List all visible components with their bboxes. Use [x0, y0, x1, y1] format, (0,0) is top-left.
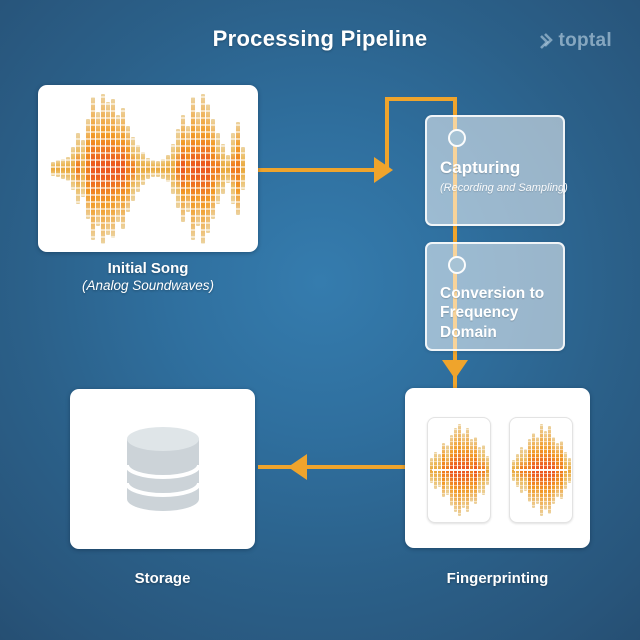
initial-song-card	[38, 85, 258, 252]
waveform-bar	[111, 99, 115, 238]
waveform-bar	[186, 125, 190, 212]
capturing-step-card: Capturing (Recording and Sampling)	[425, 115, 568, 226]
toptal-logo-icon	[537, 31, 554, 51]
waveform-bar	[171, 143, 175, 194]
timeline-node-icon	[448, 256, 466, 274]
database-icon	[123, 425, 203, 518]
waveform-bar	[211, 118, 215, 219]
waveform-bar	[86, 118, 90, 219]
connector-elbow-vertical	[385, 97, 389, 172]
fingerprinting-label: Fingerprinting	[446, 570, 549, 587]
arrowhead-right-icon	[374, 157, 393, 183]
conversion-step-card: Conversion to Frequency Domain	[425, 242, 565, 351]
waveform-bar	[236, 122, 240, 215]
waveform-bar	[96, 111, 100, 226]
waveform-bar	[156, 160, 160, 177]
waveform-bar	[81, 140, 85, 197]
waveform-bar	[161, 158, 165, 179]
waveform-bar	[181, 115, 185, 222]
storage-label: Storage	[134, 570, 191, 587]
waveform-bar	[56, 160, 60, 177]
waveform-bar	[196, 111, 200, 226]
waveform-bar	[429, 457, 433, 483]
toptal-logo[interactable]: toptal	[537, 30, 612, 52]
timeline-node-icon	[448, 129, 466, 147]
waveform-bar	[106, 102, 110, 235]
waveform-bar	[131, 136, 135, 201]
waveform-bar	[66, 156, 70, 181]
storage-card	[70, 389, 255, 549]
waveform-bar	[176, 129, 180, 208]
waveform-bar	[226, 154, 230, 183]
arrowhead-down-icon	[442, 360, 468, 379]
fingerprint-sample-a	[427, 417, 491, 523]
waveform-bar	[146, 158, 150, 179]
waveform-bar	[126, 125, 130, 212]
page-title: Processing Pipeline	[212, 26, 428, 51]
waveform-bar	[76, 133, 80, 204]
waveform-bar	[51, 161, 55, 176]
waveform-bar	[91, 97, 95, 240]
waveform-bar	[116, 115, 120, 222]
capturing-title: Capturing	[440, 158, 521, 177]
waveform-bar	[191, 97, 195, 240]
waveform-bar	[136, 145, 140, 192]
waveform-bar	[151, 160, 155, 177]
waveform-bar	[121, 108, 125, 229]
connector-elbow-horizontal	[385, 97, 457, 101]
waveform-bar	[141, 152, 145, 185]
waveform-bar	[71, 147, 75, 190]
waveform-bar	[206, 104, 210, 233]
arrowhead-left-icon	[288, 454, 307, 480]
waveform-centerline	[432, 469, 486, 471]
waveform-bar	[231, 133, 235, 204]
waveform-bar	[567, 457, 571, 483]
waveform-bar	[101, 93, 105, 244]
fingerprinting-card	[405, 388, 590, 548]
waveform-bar	[511, 459, 515, 481]
waveform-bar	[221, 143, 225, 194]
conversion-title: Conversion to Frequency Domain	[440, 285, 545, 341]
waveform-bar	[216, 133, 220, 204]
connector-initial-to-capturing-horizontal	[258, 168, 376, 172]
waveform-bar	[61, 158, 65, 179]
fingerprint-sample-b	[509, 417, 573, 523]
waveform-centerline	[514, 469, 568, 471]
waveform-bar	[485, 455, 489, 485]
connector-fingerprinting-to-storage	[258, 465, 405, 469]
analog-waveform	[50, 91, 246, 246]
initial-song-caption: Initial Song (Analog Soundwaves)	[38, 260, 258, 293]
initial-song-title: Initial Song	[107, 260, 189, 277]
waveform-bar	[241, 147, 245, 190]
waveform-bar	[201, 93, 205, 244]
capturing-subtitle: (Recording and Sampling)	[440, 182, 568, 194]
toptal-logo-text: toptal	[558, 30, 612, 51]
initial-song-subtitle: (Analog Soundwaves)	[81, 278, 215, 293]
waveform-bar	[166, 155, 170, 182]
